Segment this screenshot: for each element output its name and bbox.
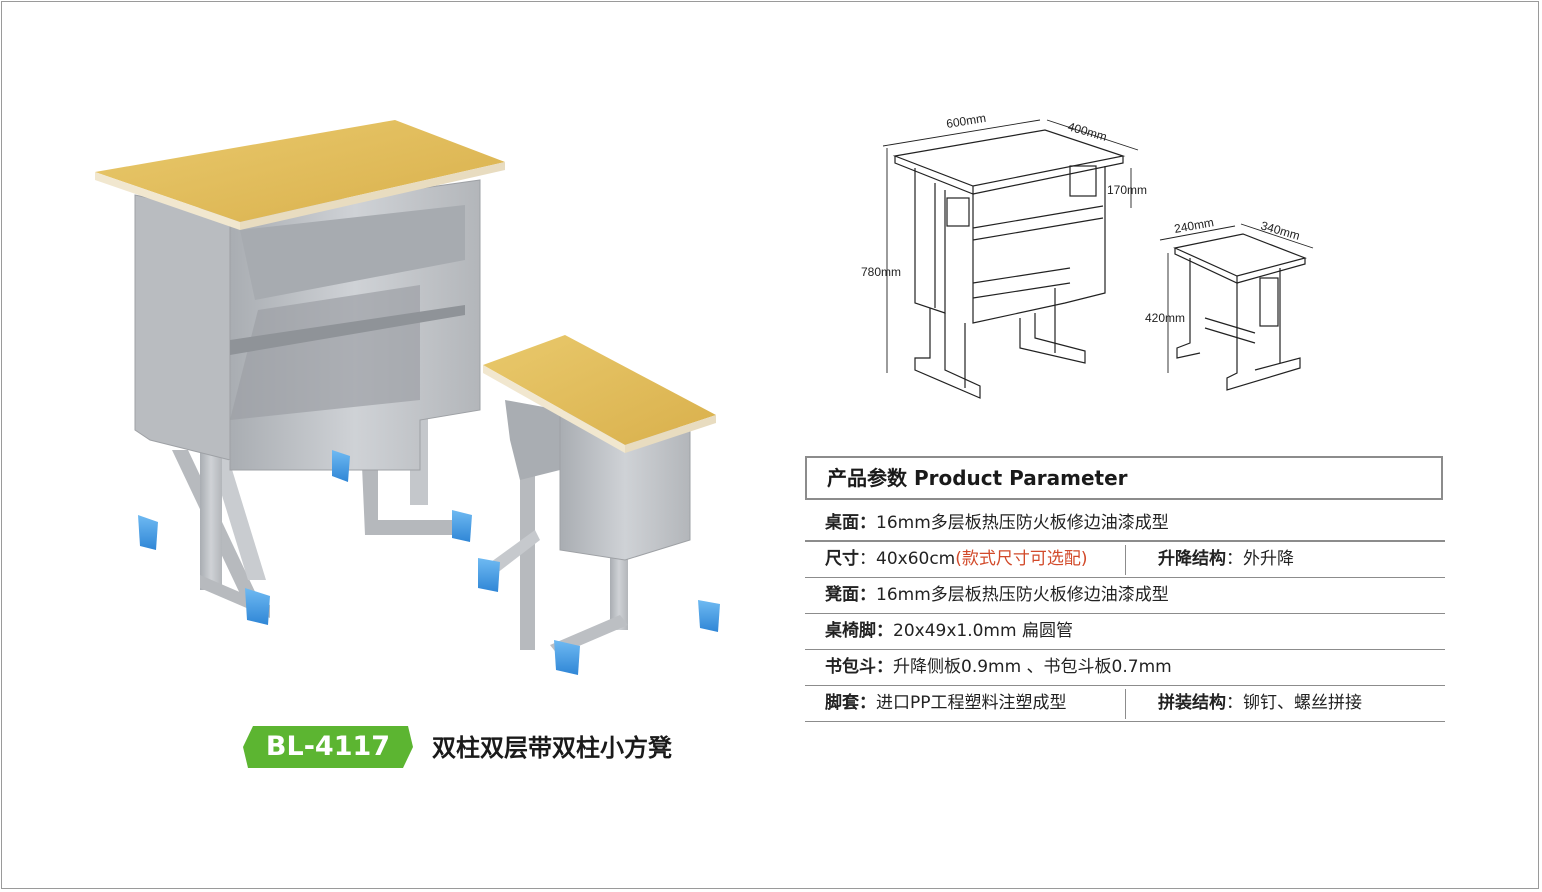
param-row-stool-top: 凳面：16mm多层板热压防火板修边油漆成型 (805, 577, 1445, 614)
dim-drawer-height: 170mm (1107, 183, 1147, 197)
product-photo (80, 110, 740, 700)
param-label: 脚套： (825, 693, 876, 713)
param-value: ：40x60cm (859, 549, 956, 569)
params-title: 产品参数 Product Parameter (805, 456, 1443, 500)
param-label: 升降结构 (1158, 549, 1226, 569)
row-divider (805, 540, 1445, 541)
param-label: 尺寸 (825, 549, 859, 569)
cell-divider (1125, 689, 1126, 719)
param-value: ：外升降 (1226, 549, 1294, 569)
param-row-bag-tray: 书包斗：升降侧板0.9mm 、书包斗板0.7mm (805, 649, 1445, 686)
param-row-desktop: 桌面：16mm多层板热压防火板修边油漆成型 (805, 505, 1445, 542)
param-value: 20x49x1.0mm 扁圆管 (893, 621, 1073, 641)
dim-stool-width: 240mm (1173, 215, 1215, 236)
dimension-drawing: 600mm 400mm 170mm 780mm 240mm 340mm 420m… (855, 108, 1325, 428)
param-value: 16mm多层板热压防火板修边油漆成型 (876, 513, 1169, 533)
param-row-legs: 桌椅脚：20x49x1.0mm 扁圆管 (805, 613, 1445, 650)
product-name: 双柱双层带双柱小方凳 (432, 734, 672, 762)
param-row-foot-cover: 脚套：进口PP工程塑料注塑成型 拼装结构：铆钉、螺丝拼接 (805, 685, 1445, 722)
dim-stool-depth: 340mm (1259, 218, 1301, 242)
param-note: (款式尺寸可选配) (955, 549, 1088, 569)
cell-divider (1125, 545, 1126, 575)
dim-desk-width: 600mm (945, 111, 987, 131)
dim-desk-depth: 400mm (1066, 119, 1108, 143)
param-label: 书包斗： (825, 657, 893, 677)
param-label: 桌椅脚： (825, 621, 893, 641)
param-value: 升降侧板0.9mm 、书包斗板0.7mm (893, 657, 1172, 677)
param-value: 16mm多层板热压防火板修边油漆成型 (876, 585, 1169, 605)
param-label: 拼装结构 (1158, 693, 1226, 713)
param-value: 进口PP工程塑料注塑成型 (876, 693, 1067, 713)
model-number: BL-4117 (265, 731, 391, 762)
param-row-size: 尺寸：40x60cm(款式尺寸可选配) 升降结构：外升降 (805, 541, 1445, 578)
model-badge: BL-4117 (243, 726, 413, 768)
param-value: ：铆钉、螺丝拼接 (1226, 693, 1362, 713)
dim-desk-height: 780mm (861, 265, 901, 279)
param-label: 桌面： (825, 513, 876, 533)
param-label: 凳面： (825, 585, 876, 605)
dim-stool-height: 420mm (1145, 311, 1185, 325)
